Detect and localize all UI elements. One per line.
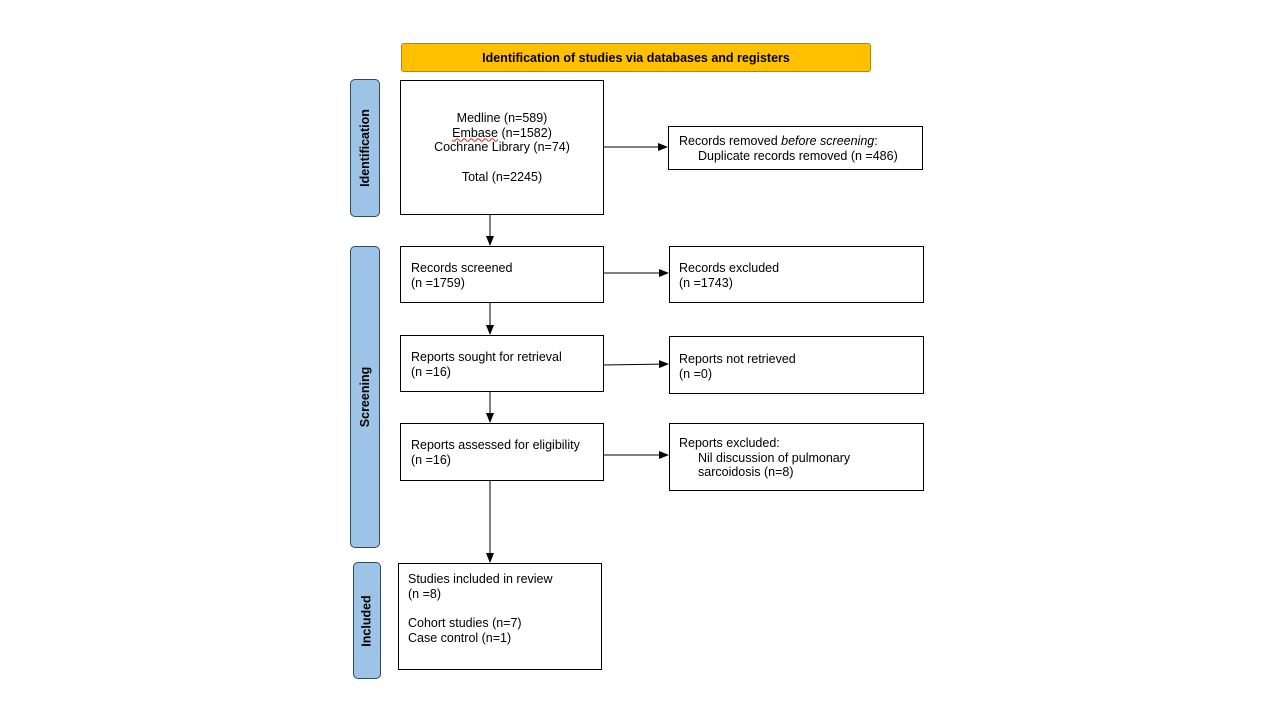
duplicates-removed: Duplicate records removed (n =486) bbox=[698, 148, 898, 163]
reports-assessed-box: Reports assessed for eligibility (n =16) bbox=[400, 423, 604, 481]
reports-excluded-label: Reports excluded: bbox=[679, 436, 780, 450]
reports-sought-label: Reports sought for retrieval bbox=[411, 350, 562, 364]
records-screened-count: (n =1759) bbox=[411, 275, 465, 290]
phase-identification: Identification bbox=[350, 79, 380, 217]
reports-assessed-count: (n =16) bbox=[411, 452, 451, 467]
studies-included-count: (n =8) bbox=[408, 586, 442, 601]
records-excluded-box: Records excluded (n =1743) bbox=[669, 246, 924, 303]
phase-screening: Screening bbox=[350, 246, 380, 548]
reports-sought-count: (n =16) bbox=[411, 364, 451, 379]
records-screened-box: Records screened (n =1759) bbox=[400, 246, 604, 303]
diagram-title: Identification of studies via databases … bbox=[401, 43, 871, 72]
records-excluded-count: (n =1743) bbox=[679, 275, 733, 290]
reports-not-retrieved-count: (n =0) bbox=[679, 366, 713, 381]
source-embase: Embase (n=1582) bbox=[401, 126, 603, 141]
records-removed-box: Records removed before screening: Duplic… bbox=[668, 126, 923, 170]
source-medline: Medline (n=589) bbox=[456, 111, 548, 125]
reports-sought-box: Reports sought for retrieval (n =16) bbox=[400, 335, 604, 392]
case-control: Case control (n=1) bbox=[408, 630, 512, 645]
phase-included: Included bbox=[353, 562, 381, 679]
cohort-studies: Cohort studies (n=7) bbox=[408, 616, 522, 630]
records-removed-lead-end: : bbox=[874, 134, 878, 148]
exclusion-reason-line2: sarcoidosis (n=8) bbox=[698, 465, 794, 479]
reports-excluded-box: Reports excluded: Nil discussion of pulm… bbox=[669, 423, 924, 491]
records-removed-heading: Records removed before screening: bbox=[679, 134, 922, 149]
arrow-sought-to-not-retrieved bbox=[603, 360, 669, 369]
sources-box: Medline (n=589) Embase (n=1582) Cochrane… bbox=[400, 80, 604, 215]
source-cochrane: Cochrane Library (n=74) bbox=[434, 140, 570, 154]
records-removed-lead: Records removed bbox=[679, 134, 782, 148]
records-screened-label: Records screened bbox=[411, 261, 513, 275]
studies-included-label: Studies included in review bbox=[408, 572, 553, 586]
reports-not-retrieved-box: Reports not retrieved (n =0) bbox=[669, 336, 924, 394]
sources-total: Total (n=2245) bbox=[461, 169, 543, 184]
studies-included-box: Studies included in review (n =8) Cohort… bbox=[398, 563, 602, 670]
exclusion-reason-line1: Nil discussion of pulmonary bbox=[698, 450, 851, 465]
reports-assessed-label: Reports assessed for eligibility bbox=[411, 438, 580, 452]
records-excluded-label: Records excluded bbox=[679, 261, 780, 275]
source-embase-count: (n=1582) bbox=[498, 125, 552, 140]
reports-not-retrieved-label: Reports not retrieved bbox=[679, 352, 796, 366]
records-removed-lead-italic: before screening bbox=[781, 134, 875, 148]
source-embase-name: Embase bbox=[452, 125, 498, 140]
